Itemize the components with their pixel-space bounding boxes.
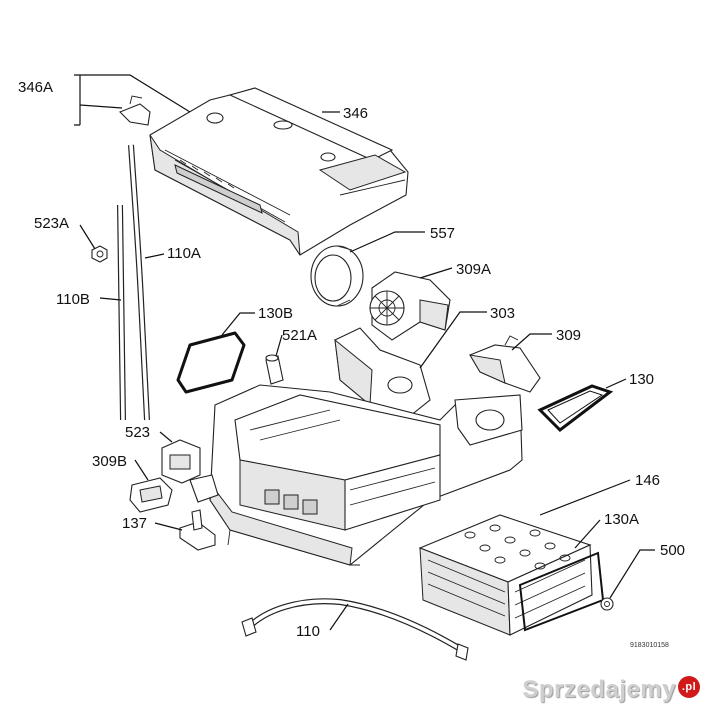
exchanger-holes <box>464 524 571 570</box>
label-130: 130 <box>629 371 654 388</box>
watermark-suffix: .pl <box>678 676 700 698</box>
label-309: 309 <box>556 327 581 344</box>
part-309B-bracket <box>129 477 173 513</box>
part-base-unit <box>209 384 523 566</box>
label-523: 523 <box>125 424 150 441</box>
label-303: 303 <box>490 305 515 322</box>
part-523-valve <box>161 439 219 503</box>
part-146-heat-exchanger <box>418 514 593 636</box>
watermark-logo: Sprzedajemy.pl <box>522 676 700 704</box>
label-557: 557 <box>430 225 455 242</box>
label-110: 110 <box>296 623 320 640</box>
label-110B: 110B <box>56 291 90 308</box>
label-137: 137 <box>122 515 147 532</box>
part-523A-nut <box>91 245 108 263</box>
part-130B-gasket <box>176 331 246 394</box>
label-309B: 309B <box>92 453 127 470</box>
part-110B-hose <box>117 204 126 421</box>
part-521A-sleeve <box>265 354 284 385</box>
label-309A: 309A <box>456 261 491 278</box>
part-500-knob <box>600 597 614 611</box>
part-309-cover <box>469 335 541 393</box>
label-500: 500 <box>660 542 685 559</box>
label-130B: 130B <box>258 305 293 322</box>
part-137-holder <box>179 509 216 551</box>
part-557-ring <box>310 245 364 307</box>
label-110A: 110A <box>167 245 201 262</box>
label-146: 146 <box>635 472 660 489</box>
part-labels: 346A 346 523A 110A 557 309A 110B 130B 52… <box>18 79 685 649</box>
part-346-top-container <box>119 87 409 256</box>
label-346: 346 <box>343 105 368 122</box>
leader-lines <box>74 74 655 631</box>
label-521A: 521A <box>282 327 317 344</box>
label-523A: 523A <box>34 215 69 232</box>
label-346A: 346A <box>18 79 53 96</box>
part-309A-fan-housing <box>369 271 451 341</box>
part-130-gasket <box>537 384 614 432</box>
part-110-drain-hose <box>241 598 469 661</box>
reference-code: 9183010158 <box>630 642 669 649</box>
label-130A: 130A <box>604 511 639 528</box>
watermark-text: Sprzedajemy <box>522 676 676 703</box>
part-110A-hose <box>128 144 150 421</box>
